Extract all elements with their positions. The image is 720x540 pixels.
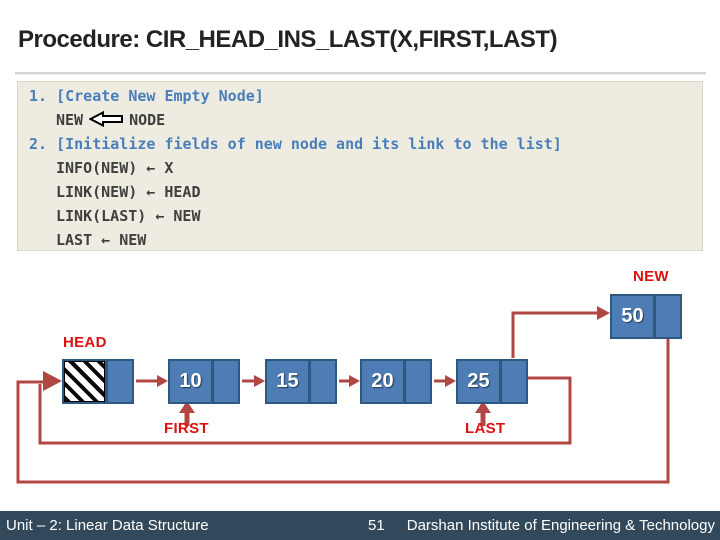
- code-stmt-info: INFO(NEW) ← X: [56, 159, 174, 177]
- code-step1-label: 1. [Create New Empty Node]: [29, 87, 264, 105]
- arrowhead-into-new: [597, 306, 610, 320]
- node-link-cell: [311, 361, 335, 402]
- head-node: [62, 359, 134, 404]
- code-stmt-last: LAST ← NEW: [56, 231, 147, 249]
- first-pointer-label: FIRST: [164, 420, 209, 437]
- algorithm-code-box: 1. [Create New Empty Node] NEW NODE 2. [I…: [17, 81, 703, 251]
- list-node-25: 25: [456, 359, 528, 404]
- node-link-cell: [214, 361, 238, 402]
- new-node-50: 50: [610, 294, 682, 339]
- arrowhead-into-head: [43, 371, 62, 391]
- last-pointer-label: LAST: [465, 420, 506, 437]
- node-link-cell: [502, 361, 526, 402]
- footer-unit-text: Unit – 2: Linear Data Structure: [6, 517, 209, 534]
- node-link-cell: [406, 361, 430, 402]
- node-value: 25: [458, 361, 499, 402]
- arrowhead-into-25: [445, 375, 456, 387]
- arrow-25link-to-new: [511, 311, 598, 358]
- title-separator: [15, 72, 706, 75]
- node-value: 10: [170, 361, 211, 402]
- head-node-link-cell: [108, 361, 132, 402]
- new-node-label: NEW: [633, 268, 669, 285]
- code-step2-label: 2. [Initialize fields of new node and it…: [29, 135, 562, 153]
- head-node-info-cell: [64, 361, 105, 402]
- arrowhead-into-15: [254, 375, 265, 387]
- list-node-20: 20: [360, 359, 432, 404]
- node-value: 50: [612, 296, 653, 337]
- code-create-rhs: NODE: [129, 111, 166, 129]
- arrowhead-into-20: [349, 375, 360, 387]
- footer-page-number: 51: [368, 517, 385, 534]
- block-left-arrow-icon: [88, 110, 124, 128]
- node-value: 15: [267, 361, 308, 402]
- code-stmt-link-last: LINK(LAST) ← NEW: [56, 207, 201, 225]
- footer-bar: Unit – 2: Linear Data Structure 51 Darsh…: [0, 511, 720, 540]
- code-create-lhs: NEW: [56, 111, 84, 129]
- code-stmt-link-new: LINK(NEW) ← HEAD: [56, 183, 201, 201]
- code-create-line: NEW NODE: [29, 108, 702, 132]
- head-node-label: HEAD: [63, 334, 107, 351]
- node-link-cell: [656, 296, 680, 337]
- arrowhead-into-10: [157, 375, 168, 387]
- node-value: 20: [362, 361, 403, 402]
- page-title: Procedure: CIR_HEAD_INS_LAST(X,FIRST,LAS…: [18, 26, 558, 53]
- list-node-10: 10: [168, 359, 240, 404]
- list-node-15: 15: [265, 359, 337, 404]
- footer-institute-text: Darshan Institute of Engineering & Techn…: [406, 517, 715, 534]
